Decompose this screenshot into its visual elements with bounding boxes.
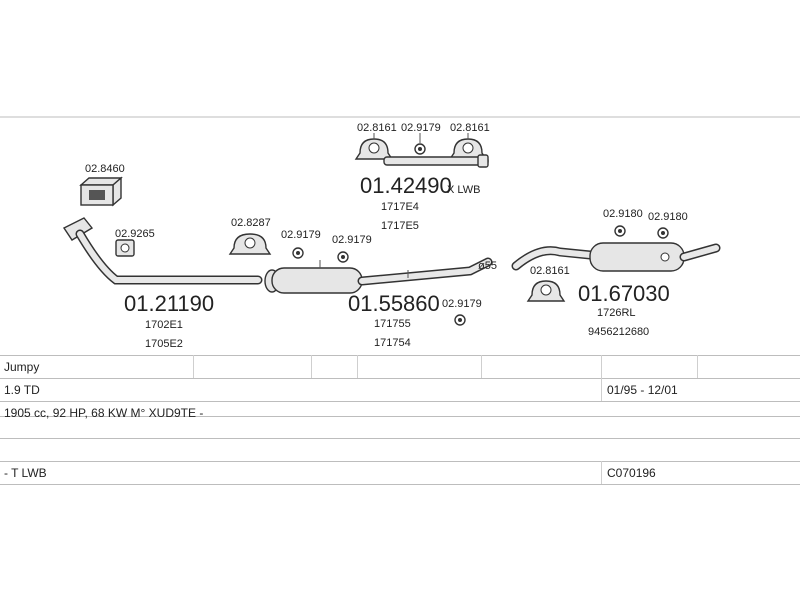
model-cell: Jumpy: [4, 359, 40, 374]
rubber-c-icon: [454, 314, 466, 326]
center-clamp-icon: [228, 233, 272, 255]
years-cell: 01/95 - 12/01: [607, 382, 678, 397]
mounting-kit-box-icon: [79, 176, 123, 207]
variant-cell: - T LWB: [4, 465, 47, 480]
table-border: [0, 401, 800, 402]
table-border: [0, 484, 800, 485]
table-row: 1905 cc, 92 HP, 68 KW M° XUD9TE -: [0, 401, 800, 424]
rubber-a-icon: [292, 247, 304, 259]
code-cell: C070196: [607, 465, 656, 480]
table-divider: [601, 461, 602, 484]
lwb-pipe-ref2: 1717E5: [381, 220, 419, 232]
rear-muffler: [511, 242, 721, 272]
label-rubber-a: 02.9179: [281, 229, 321, 241]
rear-rubber-a-icon: [614, 225, 626, 237]
table-border: [0, 416, 800, 417]
label-clamp-a: 02.8287: [231, 217, 271, 229]
top-right-clamp-icon: [448, 133, 488, 160]
lwb-pipe: [383, 154, 489, 168]
table-border: [0, 438, 800, 439]
rear-number: 01.67030: [578, 281, 670, 306]
label-gasket: 02.9265: [115, 228, 155, 240]
center-number: 01.55860: [348, 291, 440, 316]
label-top-right-clamp: 02.8161: [450, 122, 490, 134]
table-divider: [357, 355, 358, 378]
label-kit: 02.8460: [85, 163, 125, 175]
label-rubber-b: 02.9179: [332, 234, 372, 246]
front-pipe: [62, 217, 263, 285]
label-rear-rubber-b: 02.9180: [648, 211, 688, 223]
lwb-pipe-suffix: X LWB: [447, 184, 480, 196]
top-mid-rubber-icon: [414, 133, 426, 155]
rear-rubber-b-icon: [657, 227, 669, 239]
table-border: [0, 461, 800, 462]
table-border: [0, 378, 800, 379]
lwb-pipe-number: 01.42490: [360, 173, 452, 198]
label-top-left-clamp: 02.8161: [357, 122, 397, 134]
label-top-mid-clamp: 02.9179: [401, 122, 441, 134]
table-row: 1.9 TD 01/95 - 12/01: [0, 378, 800, 401]
top-left-clamp-icon: [354, 133, 394, 160]
specs-cell: 1905 cc, 92 HP, 68 KW M° XUD9TE -: [4, 405, 204, 420]
center-muffler: [264, 257, 493, 294]
lwb-pipe-ref1: 1717E4: [381, 201, 419, 213]
center-ref2: 171754: [374, 337, 411, 349]
front-pipe-number: 01.21190: [124, 291, 214, 316]
table-row: Jumpy: [0, 355, 800, 378]
front-pipe-ref1: 1702E1: [145, 319, 183, 331]
label-rubber-c: 02.9179: [442, 298, 482, 310]
label-rear-rubber-a: 02.9180: [603, 208, 643, 220]
label-rear-clamp: 02.8161: [530, 265, 570, 277]
front-pipe-ref2: 1705E2: [145, 338, 183, 350]
table-row: - T LWB C070196: [0, 461, 800, 484]
center-ref1: 171755: [374, 318, 411, 330]
rear-ref2: 9456212680: [588, 326, 649, 338]
rubber-b-icon: [337, 251, 349, 263]
engine-cell: 1.9 TD: [4, 382, 40, 397]
table-divider: [697, 355, 698, 378]
gasket-icon: [115, 239, 135, 257]
table-divider: [311, 355, 312, 378]
label-diameter: ø55: [478, 260, 497, 272]
table-divider: [481, 355, 482, 378]
table-divider: [193, 355, 194, 378]
table-divider: [601, 355, 602, 401]
rear-clamp-icon: [526, 280, 566, 302]
table-border: [0, 355, 800, 356]
rear-ref1: 1726RL: [597, 307, 636, 319]
